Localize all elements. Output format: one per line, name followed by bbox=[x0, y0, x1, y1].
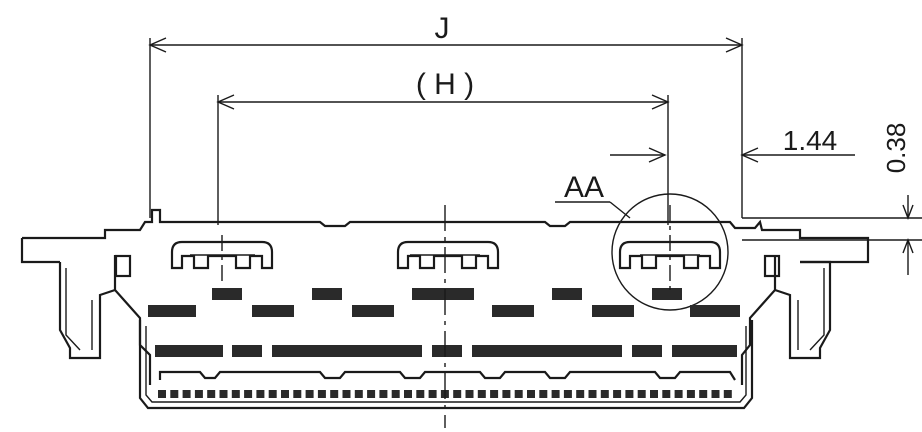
terminal-pad bbox=[379, 390, 388, 398]
terminal-pad bbox=[514, 390, 523, 398]
terminal-wave bbox=[158, 370, 736, 381]
terminal-pad bbox=[293, 390, 302, 398]
left-window bbox=[114, 254, 132, 278]
contact-clip-left bbox=[170, 240, 274, 270]
terminal-pad bbox=[686, 390, 695, 398]
terminal-pad bbox=[551, 390, 560, 398]
terminal-pad bbox=[723, 390, 732, 398]
terminal-pad bbox=[158, 390, 166, 398]
dimension-j: J bbox=[148, 12, 744, 218]
terminal-pad bbox=[219, 390, 228, 398]
terminal-pad bbox=[527, 390, 535, 398]
contact-clips bbox=[170, 240, 722, 270]
detail-aa-label: AA bbox=[564, 171, 604, 204]
terminal-row bbox=[158, 390, 732, 398]
terminal-pad bbox=[305, 390, 314, 398]
terminal-pad bbox=[354, 390, 363, 398]
terminal-pad bbox=[576, 390, 585, 398]
pad-row-3 bbox=[155, 345, 737, 357]
terminal-pad bbox=[416, 390, 425, 398]
terminal-pad bbox=[711, 390, 720, 398]
right-window bbox=[763, 254, 781, 278]
terminal-pad bbox=[600, 390, 609, 398]
dimension-height: 0.38 bbox=[742, 123, 922, 275]
terminal-pad bbox=[563, 390, 572, 398]
terminal-pad bbox=[231, 390, 240, 398]
terminal-pad bbox=[268, 390, 277, 398]
pad-row-1 bbox=[212, 288, 682, 300]
terminal-pad bbox=[342, 390, 351, 398]
terminal-pad bbox=[182, 390, 191, 398]
contact-clip-right bbox=[618, 240, 722, 270]
terminal-pad bbox=[637, 390, 646, 398]
dimension-h: ( H ) bbox=[216, 68, 670, 225]
dimension-pitch: 1.44 bbox=[610, 125, 855, 163]
pad-row-2 bbox=[148, 305, 740, 317]
detail-aa-callout: AA bbox=[555, 171, 729, 311]
terminal-pad bbox=[170, 390, 179, 398]
dimension-pitch-label: 1.44 bbox=[783, 125, 838, 156]
terminal-pad bbox=[428, 390, 437, 398]
dimension-height-label: 0.38 bbox=[881, 123, 911, 174]
dimension-h-label: ( H ) bbox=[416, 68, 474, 101]
contact-clip-center bbox=[396, 240, 500, 270]
terminal-pad bbox=[477, 390, 486, 398]
dimension-j-label: J bbox=[435, 12, 450, 45]
terminal-pad bbox=[699, 390, 708, 398]
terminal-pad bbox=[490, 390, 499, 398]
terminal-pad bbox=[281, 390, 289, 398]
terminal-pad bbox=[194, 390, 203, 398]
terminal-pad bbox=[244, 390, 253, 398]
terminal-pad bbox=[453, 390, 462, 398]
terminal-pad bbox=[502, 390, 511, 398]
terminal-pad bbox=[650, 390, 658, 398]
terminal-pad bbox=[674, 390, 683, 398]
terminal-pad bbox=[539, 390, 548, 398]
terminal-pad bbox=[330, 390, 339, 398]
terminal-pad bbox=[625, 390, 634, 398]
center-lines bbox=[190, 205, 700, 428]
terminal-pad bbox=[613, 390, 622, 398]
terminal-pad bbox=[317, 390, 326, 398]
terminal-pad bbox=[465, 390, 474, 398]
terminal-pad bbox=[367, 390, 376, 398]
connector-body bbox=[20, 208, 870, 410]
terminal-pad bbox=[391, 390, 400, 398]
terminal-pad bbox=[256, 390, 265, 398]
terminal-pad bbox=[207, 390, 216, 398]
terminal-pad bbox=[404, 390, 412, 398]
terminal-pad bbox=[588, 390, 597, 398]
terminal-pad bbox=[662, 390, 671, 398]
